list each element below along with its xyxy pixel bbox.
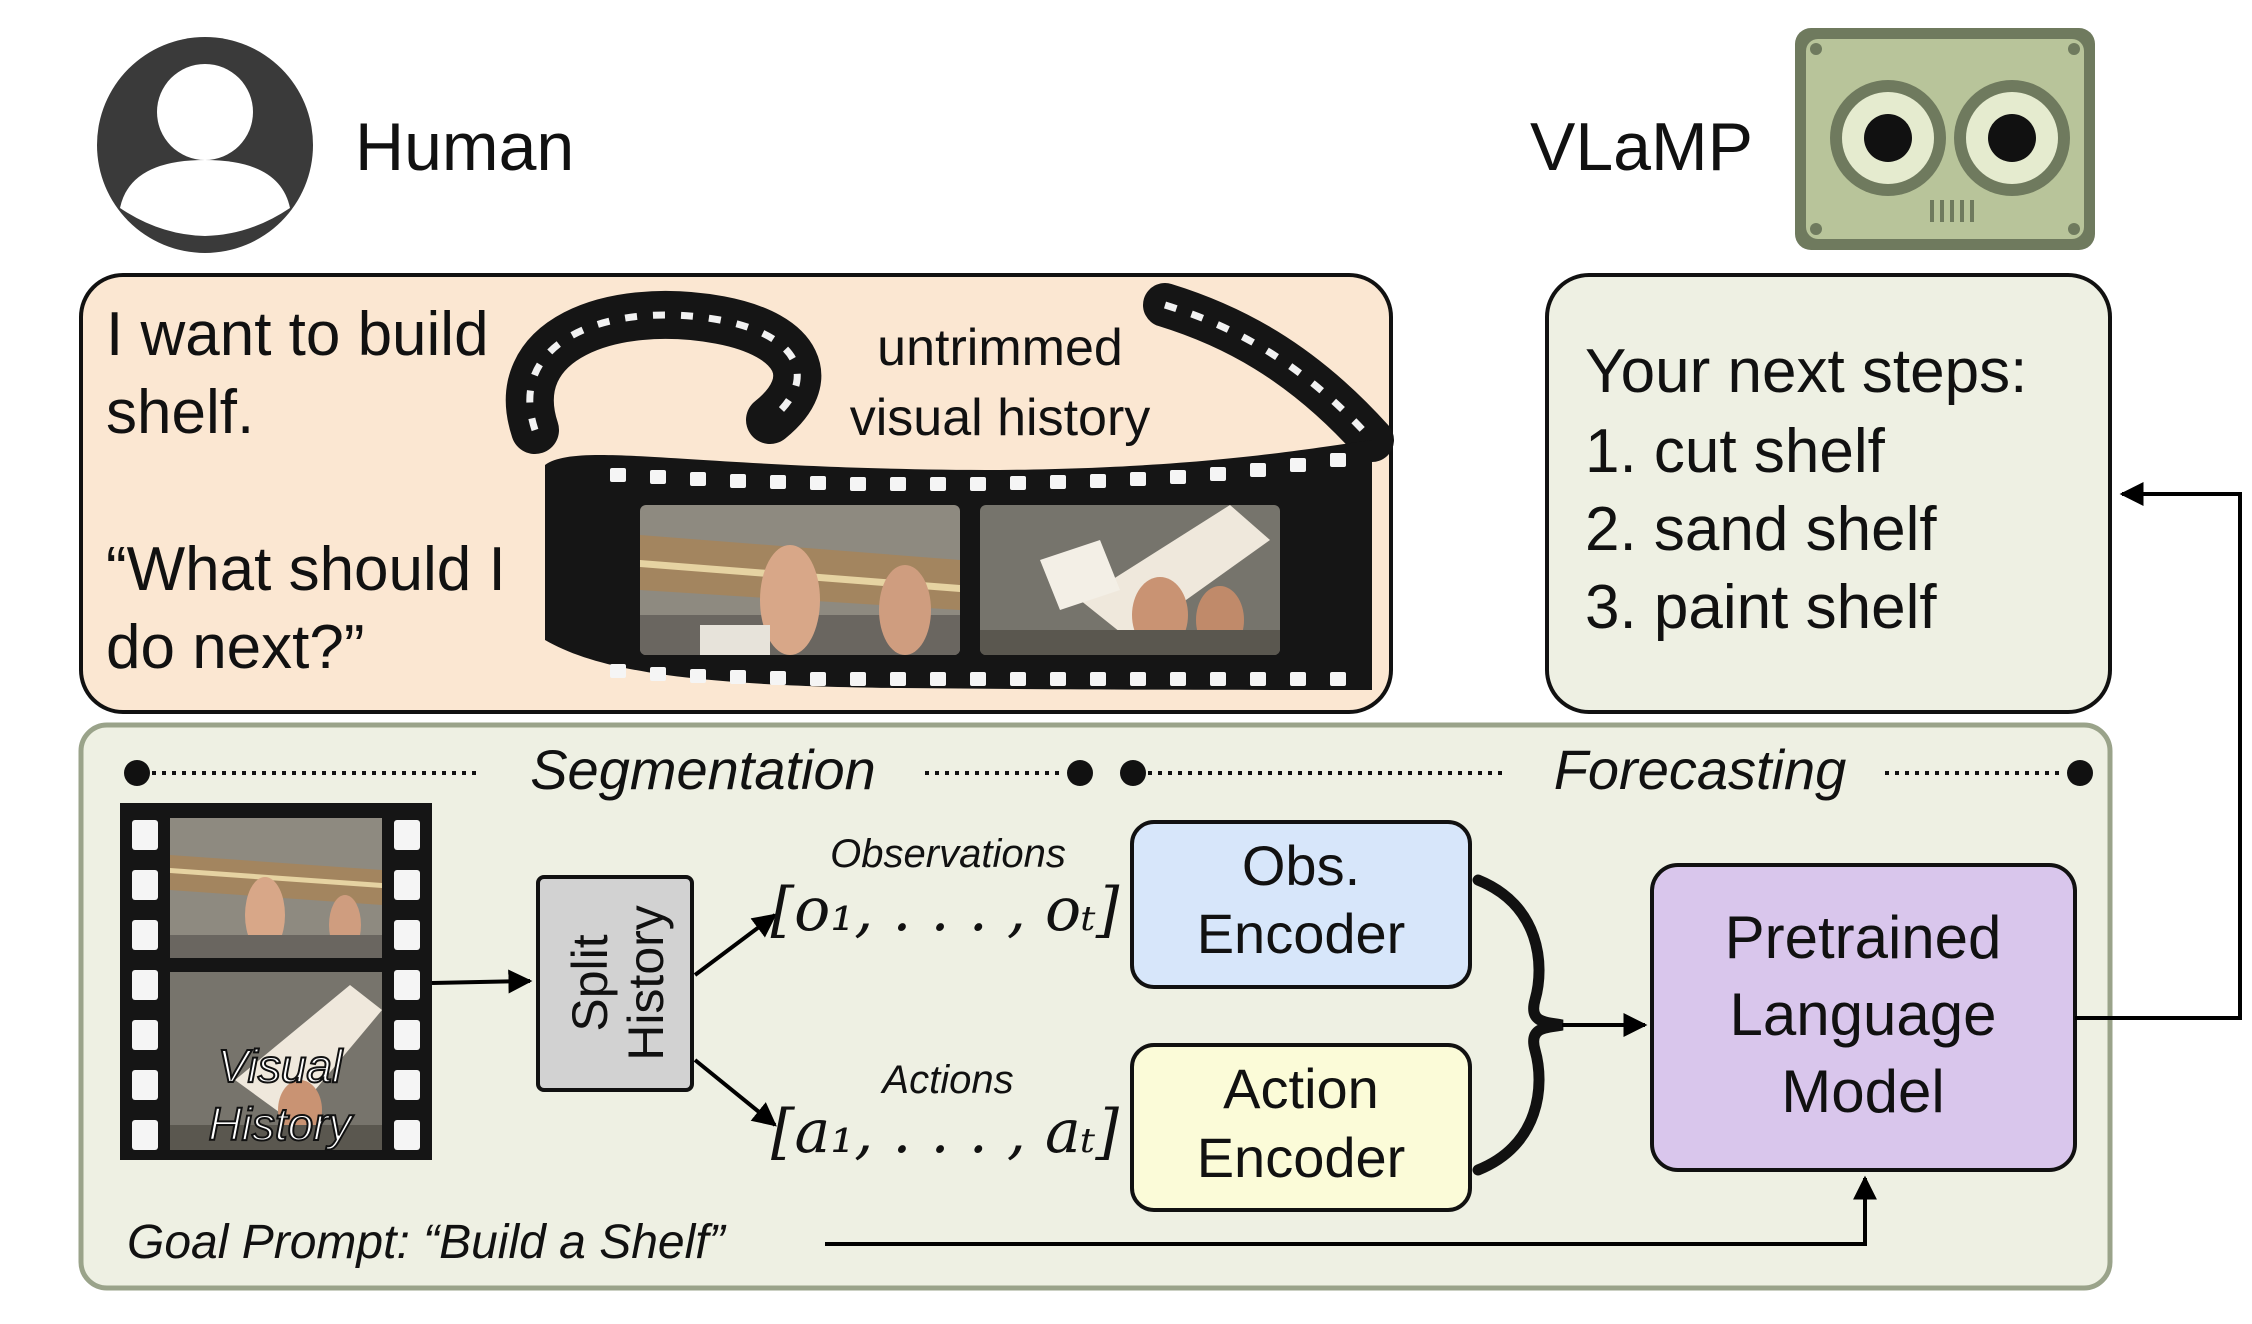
film-reel-illustration: [505, 283, 1394, 690]
visual-history-line1: Visual: [218, 1040, 344, 1092]
response-step-3: 3. paint shelf: [1585, 573, 1937, 642]
response-title: Your next steps:: [1585, 337, 2027, 406]
query-line2: shelf.: [106, 378, 254, 447]
action-encoder-line1: Action: [1223, 1057, 1379, 1120]
observations-formula: [o₁, . . . , oₜ]: [771, 875, 1120, 945]
pipeline-panel: [78, 722, 2113, 1291]
obs-encoder-line2: Encoder: [1197, 902, 1406, 965]
vlamp-label: VLaMP: [1530, 109, 1753, 185]
robot-icon: [1795, 28, 2095, 250]
human-label: Human: [355, 109, 574, 185]
obs-encoder-box: [1130, 820, 1472, 989]
query-line1: I want to build: [106, 300, 489, 369]
split-history-line2: History: [618, 905, 674, 1061]
obs-encoder-line1: Obs.: [1242, 834, 1360, 897]
film-caption-line1: untrimmed: [877, 319, 1123, 377]
film-caption-line2: visual history: [850, 389, 1151, 447]
segmentation-label: Segmentation: [530, 738, 876, 801]
observations-label: Observations: [830, 832, 1066, 876]
actions-label: Actions: [880, 1058, 1013, 1102]
action-encoder-box: [1130, 1043, 1472, 1212]
forecasting-divider: [1120, 760, 2093, 786]
arrow-to-actions: [693, 1058, 777, 1127]
goal-prompt: Goal Prompt: “Build a Shelf”: [127, 1216, 727, 1269]
split-history-line1: Split: [562, 934, 618, 1031]
plm-line1: Pretrained: [1725, 904, 2002, 971]
action-encoder-line2: Encoder: [1197, 1126, 1406, 1189]
human-avatar-icon: [97, 37, 313, 253]
arrow-to-observations: [693, 913, 777, 977]
split-history-box: [536, 875, 694, 1092]
arrow-goal-to-plm: [825, 1175, 1877, 1246]
actions-formula: [a₁, . . . , aₜ]: [771, 1097, 1120, 1167]
plm-line2: Language: [1730, 981, 1997, 1048]
response-box: [1545, 273, 2112, 714]
response-step-2: 2. sand shelf: [1585, 495, 1937, 564]
plm-line3: Model: [1781, 1058, 1944, 1125]
arrow-plm-to-response: [2075, 482, 2242, 1020]
query-line4: do next?”: [106, 613, 365, 682]
visual-history-filmstrip: [120, 803, 432, 1160]
forecasting-label: Forecasting: [1554, 738, 1847, 801]
segmentation-divider: [124, 760, 1093, 786]
arrow-to-split: [431, 969, 533, 994]
visual-history-line2: History: [208, 1098, 354, 1150]
query-line3: “What should I: [106, 535, 506, 604]
response-step-1: 1. cut shelf: [1585, 417, 1886, 486]
